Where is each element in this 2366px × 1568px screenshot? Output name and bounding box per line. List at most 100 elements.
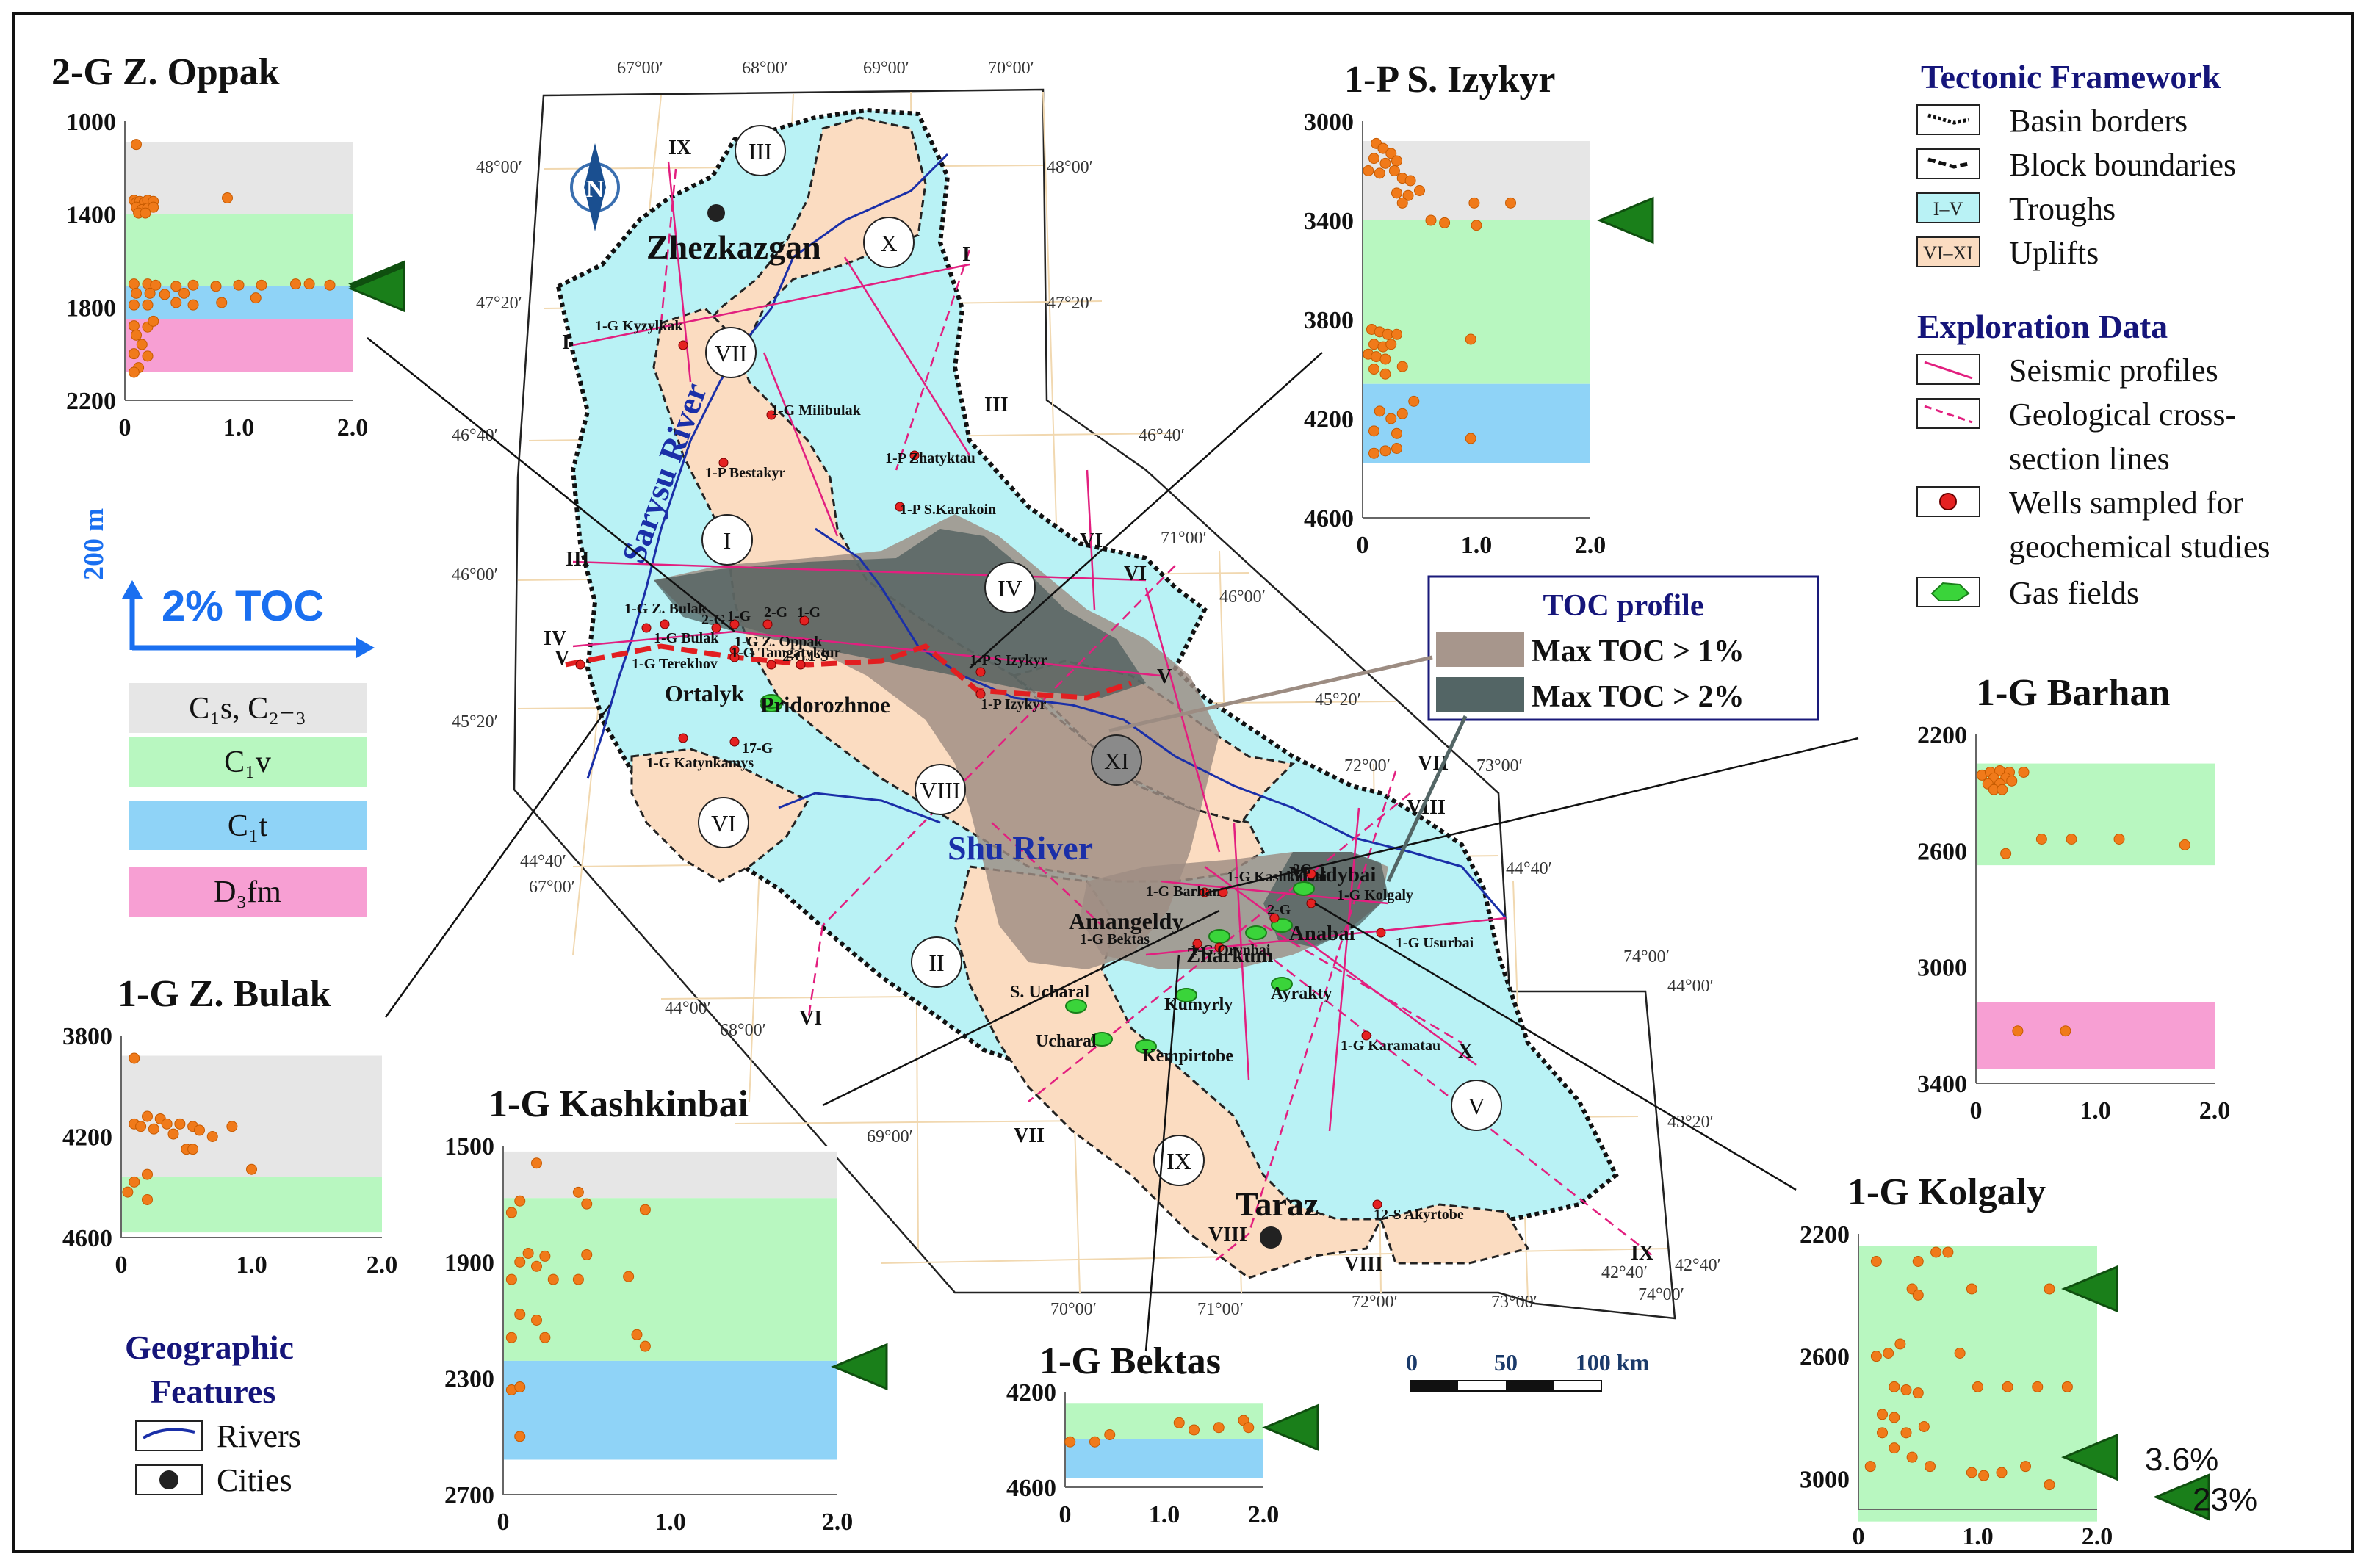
toc-sample-point [581,1198,593,1210]
tectonic-unit-marker [1153,1135,1205,1186]
toc-sample-point [1900,1427,1912,1439]
x-tick-label: 1.0 [1149,1501,1180,1528]
toc-sample-point [206,1131,218,1142]
seismic-profiles [572,161,1507,1132]
city-dot [707,204,725,222]
toc-sample-point [2018,766,2030,778]
legend-label: Wells sampled for [2009,485,2243,521]
gas-field-marker [1208,929,1230,944]
toc-sample-point [2002,1381,2013,1392]
toc-sample-point [135,1121,147,1132]
tectonic-unit-label: II [928,950,944,976]
gas-field-marker [1245,925,1267,940]
leader-line [822,909,1220,1107]
toc-sample-point [1978,1470,1990,1481]
well-marker [729,619,740,629]
well-marker [1214,942,1225,953]
latitude-label: 46°40′ [452,426,498,445]
toc-sample-point [1368,447,1379,459]
scalebar-seg [1410,1381,1458,1391]
longitude-label-bottom: 67°00′ [529,878,575,897]
x-tick-label: 0 [1059,1501,1072,1528]
profile-letter: III [984,394,1009,416]
profile-letter: VIII [1208,1224,1247,1246]
toc-sample-point [170,297,182,308]
tectonic-unit-marker [915,764,966,815]
toc-sample-point [194,1124,205,1136]
toc-sample-point [1870,1256,1882,1267]
profile-letter: IX [668,137,691,159]
toc-sample-point [1414,185,1425,196]
toc-sample-point [187,1144,199,1155]
leader-line [1386,715,1468,883]
tectonic-unit-label: VII [715,340,747,366]
toc-sample-point [256,279,267,291]
toc-sample-point [505,1207,517,1218]
latitude-label: 48°00′ [476,158,522,177]
toc-sample-point [128,320,140,332]
toc-sample-point [1925,1461,1936,1473]
profile-letter: V [1157,665,1172,688]
strat-band [125,214,353,286]
toc-sample-point [2179,839,2190,850]
toc-sample-point [128,278,140,290]
y-tick-label: 4600 [1006,1475,1056,1502]
gas-field-marker [760,694,782,709]
annotation-23: 23% [2193,1481,2257,1517]
longitude-label: 67°00′ [617,59,663,78]
well-marker [895,502,905,512]
toc-sample-point [1379,353,1391,365]
longitude-label-bottom: 68°00′ [720,1021,766,1040]
x-tick-label: 2.0 [367,1251,398,1279]
toc-sample-point [514,1431,526,1442]
toc-sample-point [1883,1348,1894,1359]
toc1-label: Max TOC > 1% [1532,635,1745,668]
toc-sample-point [531,1260,542,1272]
latitude-label-right: 44°40′ [1506,859,1552,878]
strat-band [121,1177,382,1233]
x-tick-label: 0 [1853,1523,1865,1550]
x-tick-label: 2.0 [822,1509,854,1536]
uplift-symbol: VI–XI [1923,242,1973,264]
latitude-label: 46°00′ [452,566,498,585]
toc-sample-point [522,1247,534,1259]
y-tick-label: 4200 [1006,1379,1056,1406]
well-marker [711,623,721,633]
toc-sample-point [2044,1283,2055,1295]
y-tick-label: 2300 [444,1366,494,1393]
well-marker [729,737,740,747]
trough-symbol: I–V [1933,198,1963,220]
well-marker [909,450,920,460]
well-marker [799,615,809,626]
y-tick-label: 2700 [444,1482,494,1509]
toc-sample-point [531,1157,542,1169]
well-label: 1-G Karamatau [1341,1038,1440,1054]
toc-sample-point [2061,1381,2073,1392]
y-tick-label: 1800 [66,295,116,322]
toc-sample-point [2032,1381,2044,1392]
toc-sample-point [1864,1461,1876,1473]
toc-sample-point [246,1163,257,1175]
strat-swatch [129,867,367,917]
profile-letter: IV [544,627,566,650]
y-tick-label: 2200 [1917,722,1967,749]
y-tick-label: 2200 [66,388,116,415]
toc-sample-point [514,1195,526,1207]
well-label: 1-G Terekhov [632,656,718,672]
longitude-label-bottom: 72°00′ [1352,1293,1398,1312]
toc-sample-point [1465,433,1476,444]
well-marker [729,652,740,662]
x-tick-label: 2.0 [2082,1523,2113,1550]
toc-sample-point [1089,1436,1100,1448]
well-marker [975,667,986,677]
well-marker [641,623,652,633]
toc-sample-point [1104,1429,1116,1440]
latitude-label-right: 46°00′ [1219,588,1266,607]
high-toc-arrow [2061,1265,2118,1313]
toc-sample-point [2035,834,2047,845]
gas-field-label: Pridorozhnoe [760,693,890,718]
inset-title: 1-G Kolgaly [1847,1171,2046,1213]
toc-sample-point [210,281,222,292]
seismic-symbol [1924,361,1973,380]
